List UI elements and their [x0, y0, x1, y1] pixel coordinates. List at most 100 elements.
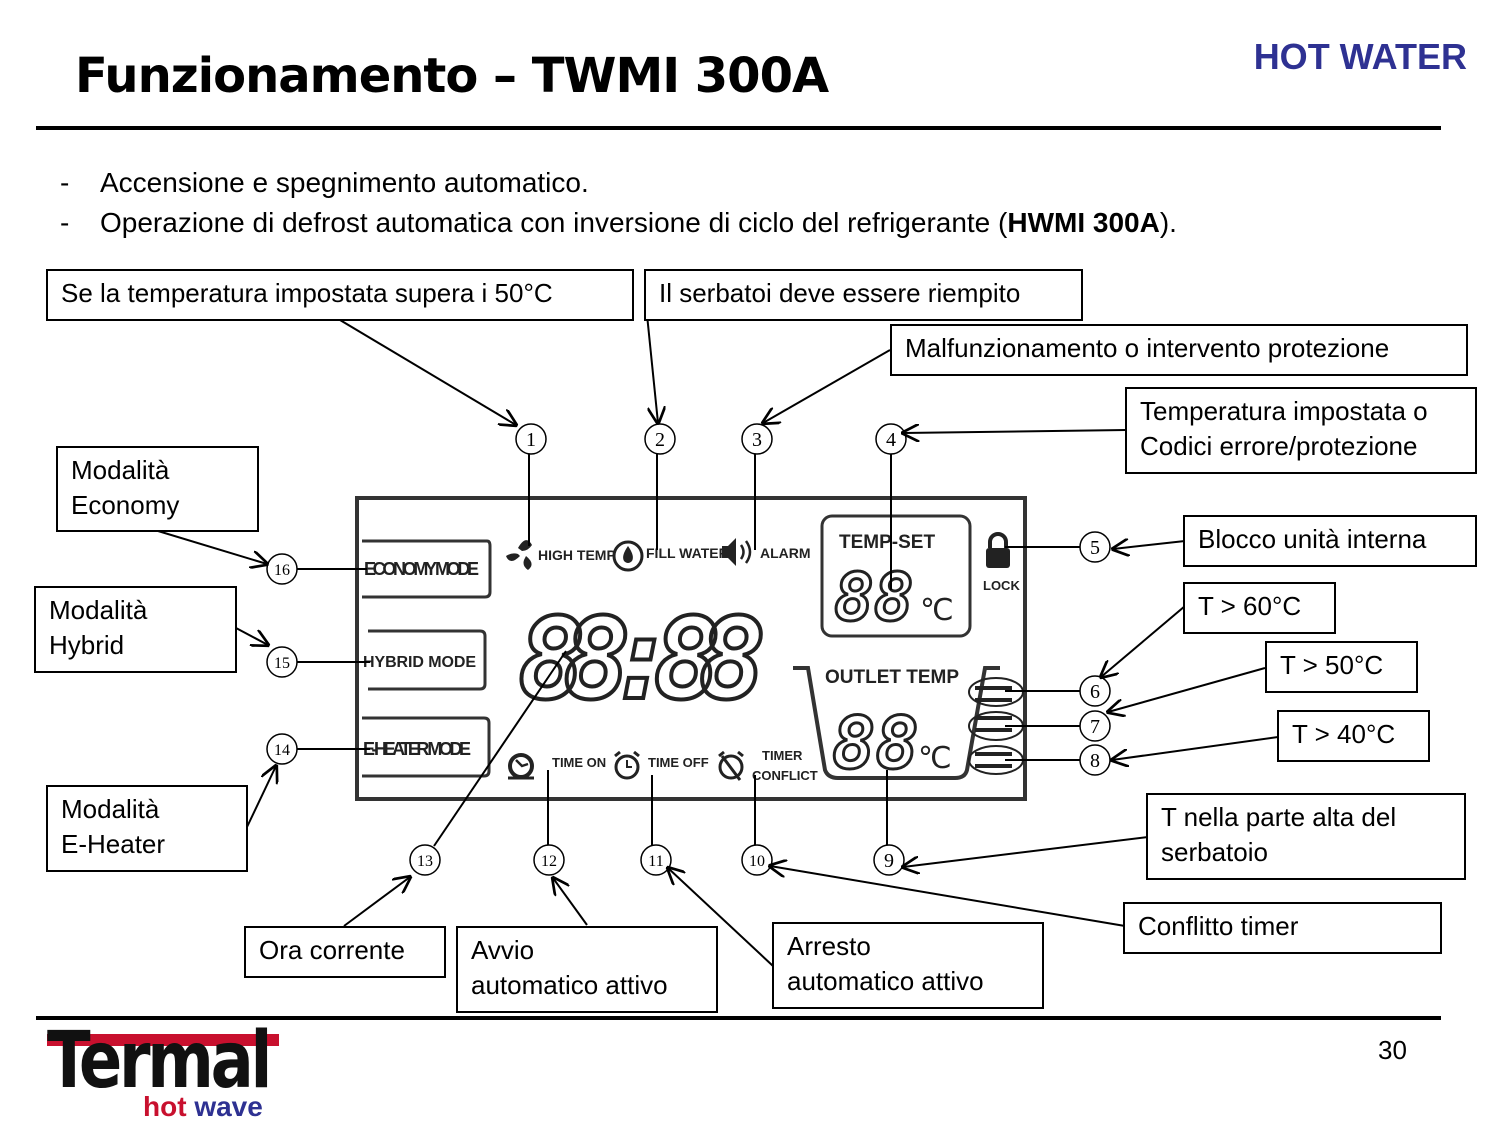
- marker-3: [741, 423, 773, 455]
- page-number: 30: [1378, 1035, 1407, 1065]
- marker-6-label: 6: [1090, 681, 1100, 703]
- callout-4-line1: Temperatura impostata o: [1140, 396, 1428, 426]
- water-drop-icon: [612, 540, 644, 572]
- brand-tagline-wave: wave: [194, 1091, 263, 1122]
- callout-13: Ora corrente: [244, 926, 446, 978]
- tank-level-bars: [975, 686, 1012, 768]
- callout-15-line2: Hybrid: [49, 630, 125, 660]
- time-on-label: TIME ON: [552, 755, 606, 770]
- marker-leaders: [297, 454, 1080, 847]
- bullet-bold-model: HWMI 300A: [1007, 207, 1160, 238]
- callout-8-text: T > 40°C: [1292, 719, 1396, 749]
- callout-13-text: Ora corrente: [259, 935, 405, 965]
- callout-6: T > 60°C: [1183, 582, 1336, 634]
- temp-set-digits: 88: [834, 559, 913, 636]
- tank-outline: [793, 666, 1000, 780]
- marker-11-label: 11: [648, 853, 663, 870]
- marker-4-label: 4: [886, 429, 896, 451]
- section-label: HOT WATER: [1253, 36, 1467, 77]
- callout-4-line2: Codici errore/protezione: [1140, 431, 1418, 461]
- callout-5-text: Blocco unità interna: [1198, 524, 1427, 554]
- eheater-mode-box: [362, 716, 491, 778]
- callout-7-text: T > 50°C: [1280, 650, 1384, 680]
- bullet-item: -Operazione di defrost automatica con in…: [60, 203, 1177, 243]
- bullet-list: -Accensione e spegnimento automatico. -O…: [60, 163, 1177, 243]
- bullet-text: Operazione di defrost automatica con inv…: [100, 207, 1008, 238]
- callout-16-line2: Economy: [71, 490, 180, 520]
- marker-2-label: 2: [655, 429, 665, 451]
- brand-tagline-hot: hot: [143, 1091, 187, 1122]
- bullet-item: -Accensione e spegnimento automatico.: [60, 163, 1177, 203]
- callout-5: Blocco unità interna: [1183, 515, 1477, 567]
- marker-1: [515, 423, 547, 455]
- callout-16: Modalità Economy: [56, 446, 259, 532]
- marker-5-label: 5: [1090, 537, 1100, 559]
- callout-14-line1: Modalità: [61, 794, 160, 824]
- marker-14-label: 14: [274, 742, 290, 759]
- bottom-divider: [36, 1016, 1441, 1020]
- callout-1-text: Se la temperatura impostata supera i 50°…: [61, 278, 553, 308]
- lock-label: LOCK: [983, 578, 1020, 593]
- marker-9-label: 9: [884, 850, 894, 872]
- temp-set-label: TEMP-SET: [839, 532, 935, 553]
- timer-label: TIMER: [762, 748, 803, 763]
- bullet-dash: -: [60, 167, 70, 198]
- callout-2: Il serbatoi deve essere riempito: [644, 269, 1083, 321]
- callout-3: Malfunzionamento o intervento protezione: [890, 324, 1468, 376]
- callout-2-text: Il serbatoi deve essere riempito: [659, 278, 1021, 308]
- callout-16-line1: Modalità: [71, 455, 170, 485]
- callout-15: Modalità Hybrid: [34, 586, 237, 673]
- marker-8-label: 8: [1090, 750, 1100, 772]
- brand-tagline: hot wave: [143, 1091, 263, 1123]
- callout-7: T > 50°C: [1265, 641, 1418, 693]
- outlet-digits: 88: [832, 701, 919, 785]
- conflict-label: CONFLICT: [752, 768, 818, 783]
- callout-10: Conflitto timer: [1123, 902, 1442, 954]
- page-title: Funzionamento – TWMI 300A: [75, 48, 829, 104]
- outlet-unit: ℃: [918, 741, 952, 776]
- marker-15-label: 15: [274, 655, 290, 672]
- alarm-clock-icon: [614, 750, 640, 780]
- marker-1-label: 1: [526, 429, 536, 451]
- callout-11-line1: Arresto: [787, 931, 871, 961]
- timer-conflict-icon: [718, 750, 744, 781]
- callout-arrows: [157, 294, 1279, 967]
- temp-set-unit: ℃: [920, 593, 954, 628]
- marker-10-label: 10: [749, 853, 765, 870]
- callout-12: Avvio automatico attivo: [456, 926, 718, 1013]
- bullet-text: Accensione e spegnimento automatico.: [100, 167, 589, 198]
- lcd-frame: [355, 496, 1027, 801]
- callout-12-line1: Avvio: [471, 935, 535, 965]
- bullet-text-end: ).: [1159, 207, 1177, 238]
- callout-6-text: T > 60°C: [1198, 591, 1302, 621]
- marker-3-label: 3: [752, 429, 762, 451]
- marker-11: [640, 844, 672, 876]
- marker-13: [409, 844, 441, 876]
- economy-mode-box: [362, 539, 492, 599]
- time-off-label: TIME OFF: [648, 755, 709, 770]
- hybrid-mode-label: HYBRID MODE: [363, 654, 476, 671]
- callout-4: Temperatura impostata o Codici errore/pr…: [1125, 387, 1477, 474]
- lock-icon: [986, 532, 1010, 568]
- eheater-mode-label: E-HEATER MODE: [363, 739, 471, 759]
- marker-12-label: 12: [541, 853, 557, 870]
- callout-12-line2: automatico attivo: [471, 970, 668, 1000]
- time-on-icon: [508, 753, 534, 780]
- callout-9: T nella parte alta del serbatoio: [1146, 793, 1466, 880]
- callout-3-text: Malfunzionamento o intervento protezione: [905, 333, 1390, 363]
- economy-mode-label: ECONOMY MODE: [364, 559, 479, 579]
- callout-1: Se la temperatura impostata supera i 50°…: [46, 269, 634, 321]
- callout-14-line2: E-Heater: [61, 829, 166, 859]
- marker-16-label: 16: [274, 562, 290, 579]
- callout-9-line2: serbatoio: [1161, 837, 1268, 867]
- outlet-temp-label: OUTLET TEMP: [825, 667, 959, 688]
- callout-8: T > 40°C: [1277, 710, 1430, 762]
- callout-15-line1: Modalità: [49, 595, 148, 625]
- callout-10-text: Conflitto timer: [1138, 911, 1299, 941]
- callout-14: Modalità E-Heater: [46, 785, 248, 872]
- alarm-label: ALARM: [760, 545, 811, 561]
- alarm-speaker-icon: [722, 538, 752, 566]
- fan-icon: [506, 540, 532, 570]
- top-divider: [36, 126, 1441, 130]
